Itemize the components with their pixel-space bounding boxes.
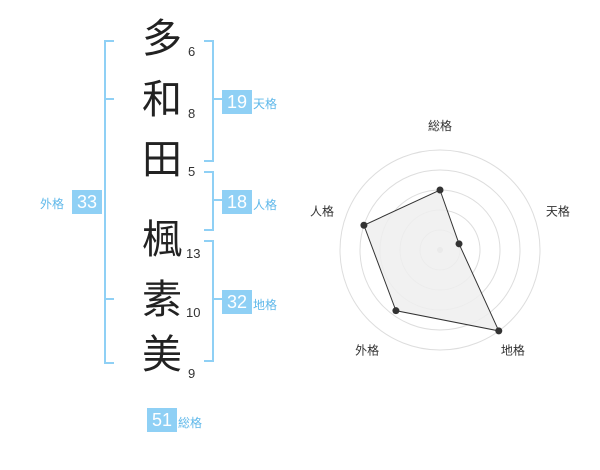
- jinkaku-badge: 18: [222, 190, 252, 214]
- gaikaku-bracket: [104, 40, 114, 364]
- name-char-3: 田: [142, 137, 182, 183]
- chikaku-tick: [212, 298, 222, 300]
- soukaku-badge: 51: [147, 408, 177, 432]
- chikaku-bracket: [204, 240, 214, 362]
- radar-axis-label-4: 外格: [355, 342, 379, 357]
- name-char-5: 素: [142, 277, 182, 323]
- jinkaku-tick: [212, 199, 222, 201]
- tenkaku-label: 天格: [253, 97, 278, 111]
- name-char-6: 美: [142, 332, 182, 378]
- radar-point-3: [495, 327, 503, 335]
- radar-point-2: [455, 240, 463, 248]
- radar-area: [363, 189, 500, 332]
- gaikaku-badge: 33: [72, 190, 102, 214]
- name-char-4: 楓: [142, 217, 182, 263]
- radar-ring-5: [339, 149, 541, 351]
- radar-axis-label-1: 総格: [428, 118, 452, 133]
- chikaku-badge: 32: [222, 290, 252, 314]
- radar-axis-label-3: 地格: [501, 342, 525, 357]
- jinkaku-bracket: [204, 171, 214, 231]
- name-char-2: 和: [142, 77, 182, 123]
- radar-axis-label-5: 人格: [310, 204, 334, 219]
- tenkaku-bracket: [204, 40, 214, 162]
- gaikaku-tick-2: [104, 298, 114, 300]
- stroke-count-4: 13: [186, 246, 201, 261]
- tenkaku-badge: 19: [222, 90, 252, 114]
- gaikaku-tick-1: [104, 98, 114, 100]
- jinkaku-label: 人格: [253, 198, 278, 212]
- stroke-count-2: 8: [188, 106, 196, 121]
- stroke-count-6: 9: [188, 366, 196, 381]
- stroke-count-3: 5: [188, 164, 196, 179]
- radar-axis-label-2: 天格: [546, 204, 570, 219]
- gaikaku-label: 外格: [40, 197, 65, 211]
- chikaku-label: 地格: [253, 298, 278, 312]
- radar-point-5: [360, 221, 368, 229]
- radar-ring-4: [359, 169, 521, 331]
- tenkaku-tick: [212, 98, 222, 100]
- soukaku-label: 総格: [178, 416, 203, 430]
- stroke-count-1: 6: [188, 44, 196, 59]
- radar-point-1: [436, 186, 444, 194]
- stroke-count-5: 10: [186, 305, 201, 320]
- radar-point-4: [392, 307, 400, 315]
- name-char-1: 多: [142, 16, 182, 62]
